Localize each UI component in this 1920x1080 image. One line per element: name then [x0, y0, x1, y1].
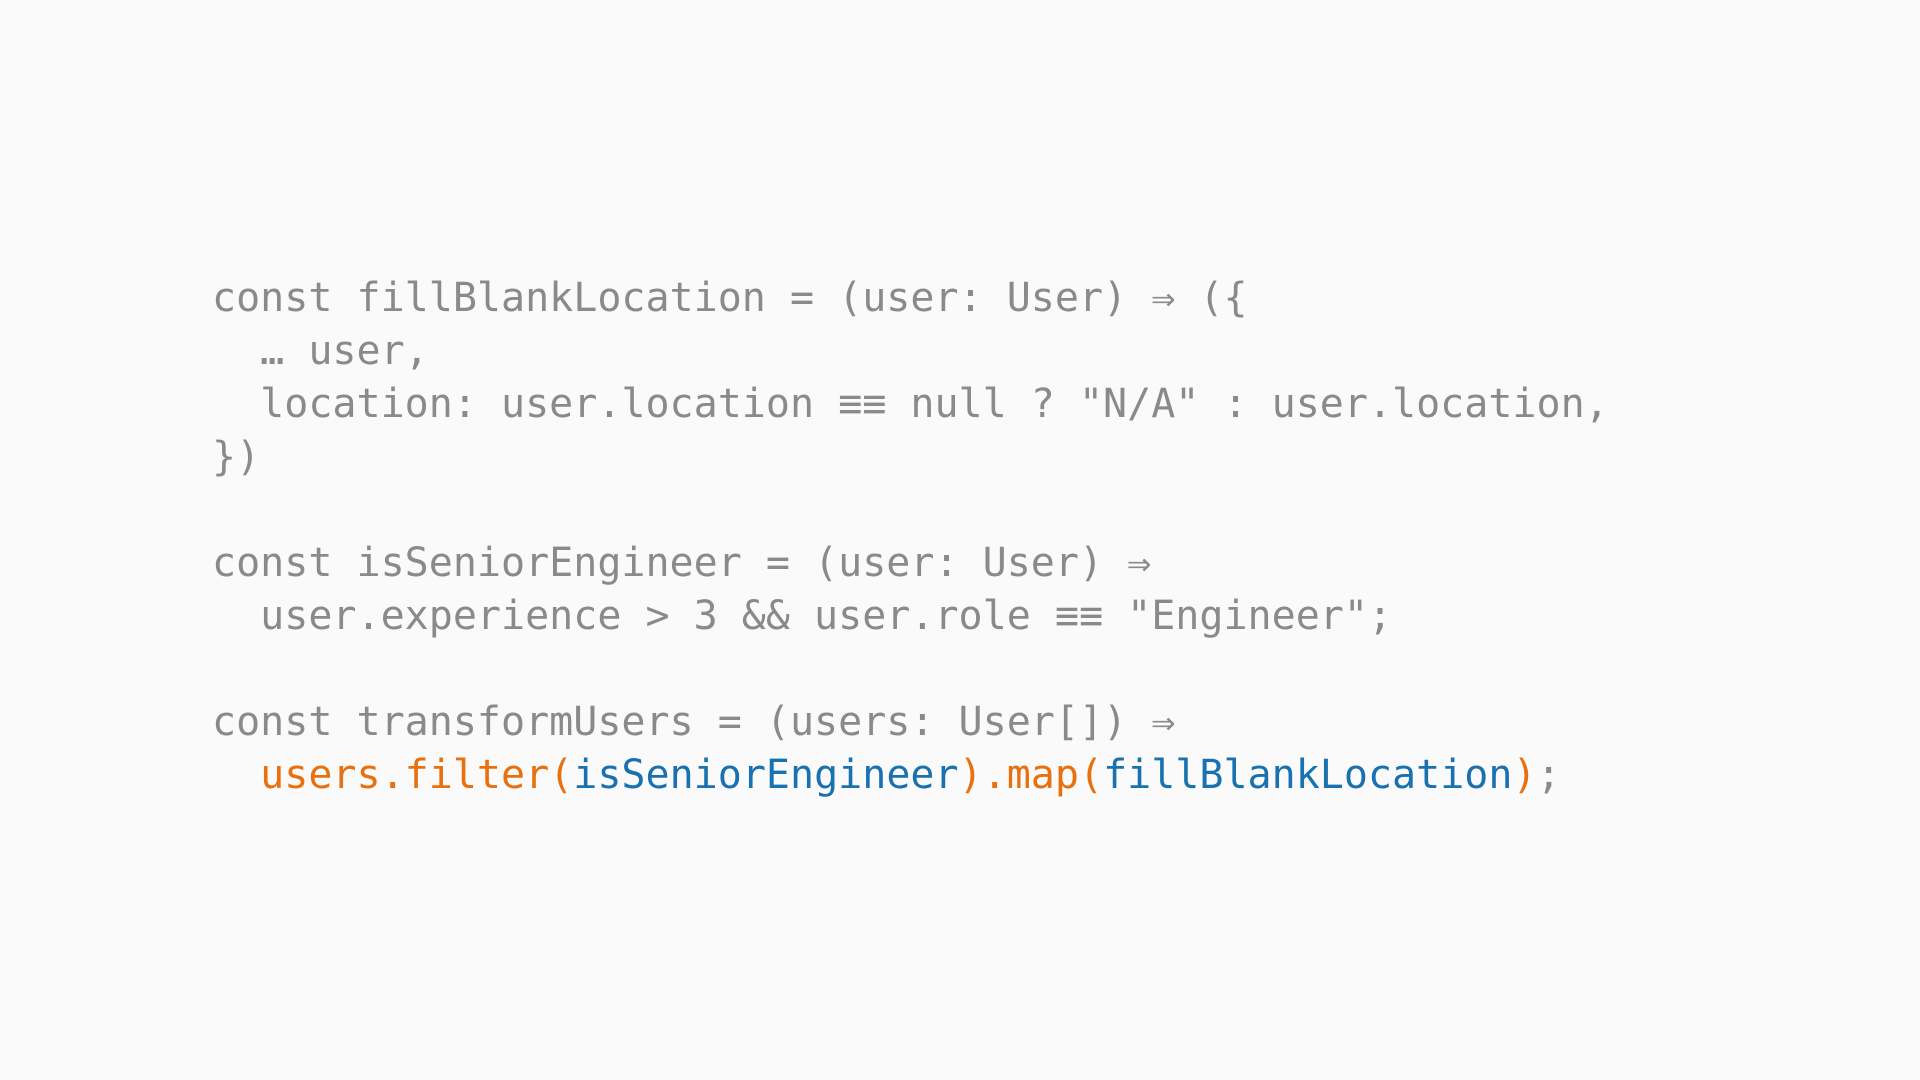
code-token: users.filter( — [260, 752, 574, 798]
code-token: … user, — [212, 328, 429, 374]
code-token: ; — [1536, 752, 1561, 798]
code-token: const fillBlankLocation = (user: User) ⇒… — [212, 275, 1248, 321]
code-line: const transformUsers = (users: User[]) ⇒ — [212, 696, 1609, 749]
code-token — [212, 752, 260, 798]
code-line: }) — [212, 431, 1609, 484]
code-token: }) — [212, 434, 261, 480]
code-block: const fillBlankLocation = (user: User) ⇒… — [212, 272, 1609, 802]
code-token: const transformUsers = (users: User[]) ⇒ — [212, 699, 1176, 745]
code-token: ) — [1512, 752, 1537, 798]
code-token: location: user.location ≡≡ null ? "N/A" … — [212, 381, 1609, 427]
code-line: location: user.location ≡≡ null ? "N/A" … — [212, 378, 1609, 431]
code-token: const isSeniorEngineer = (user: User) ⇒ — [212, 540, 1152, 586]
code-token: isSeniorEngineer — [573, 752, 959, 798]
code-token: ).map( — [958, 752, 1104, 798]
code-line: users.filter(isSeniorEngineer).map(fillB… — [212, 749, 1609, 802]
code-line: user.experience > 3 && user.role ≡≡ "Eng… — [212, 590, 1609, 643]
code-token: fillBlankLocation — [1103, 752, 1513, 798]
code-token: user.experience > 3 && user.role ≡≡ "Eng… — [212, 593, 1393, 639]
code-line: … user, — [212, 325, 1609, 378]
blank-line — [212, 484, 1609, 537]
code-line: const fillBlankLocation = (user: User) ⇒… — [212, 272, 1609, 325]
blank-line — [212, 643, 1609, 696]
code-line: const isSeniorEngineer = (user: User) ⇒ — [212, 537, 1609, 590]
